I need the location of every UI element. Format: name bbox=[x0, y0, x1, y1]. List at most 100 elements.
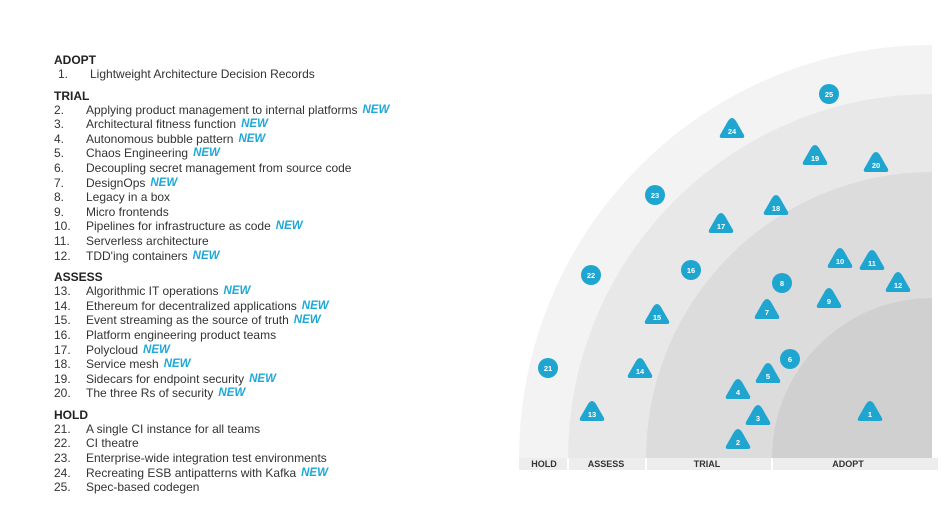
item-number: 21. bbox=[54, 421, 71, 436]
item-label: Service mesh bbox=[86, 357, 159, 372]
blip-number: 16 bbox=[687, 266, 695, 275]
item-label: Lightweight Architecture Decision Record… bbox=[90, 67, 315, 81]
item-number: 8. bbox=[54, 190, 65, 205]
ring-label-adopt: ADOPT bbox=[832, 459, 864, 469]
item-number: 18. bbox=[54, 357, 71, 372]
ring-label-trial: TRIAL bbox=[694, 459, 721, 469]
new-badge: NEW bbox=[241, 118, 268, 131]
radar-rings bbox=[519, 45, 938, 470]
new-badge: NEW bbox=[293, 314, 321, 327]
new-badge: NEW bbox=[223, 285, 251, 298]
radar-blip-8[interactable]: 8 bbox=[772, 273, 792, 293]
radar-blip-22[interactable]: 22 bbox=[581, 265, 601, 285]
radar-blip-16[interactable]: 16 bbox=[681, 260, 701, 280]
radar-blip-11[interactable]: 11 bbox=[859, 250, 885, 270]
radar-blip-17[interactable]: 17 bbox=[708, 213, 734, 233]
radar-blip-2[interactable]: 2 bbox=[725, 429, 751, 449]
new-badge: NEW bbox=[301, 299, 329, 312]
radar-blip-21[interactable]: 21 bbox=[538, 358, 558, 378]
ring-label-bar bbox=[519, 458, 938, 470]
blip-marker bbox=[681, 260, 701, 280]
item-number: 25. bbox=[54, 480, 71, 495]
ring-label-assess: ASSESS bbox=[588, 459, 625, 469]
radar-blip-5[interactable]: 5 bbox=[755, 363, 781, 383]
blip-number: 10 bbox=[836, 257, 844, 266]
item-label: Platform engineering product teams bbox=[86, 327, 277, 342]
ring-title-hold: HOLD bbox=[54, 407, 88, 422]
blip-number: 12 bbox=[894, 281, 902, 290]
radar-blip-19[interactable]: 19 bbox=[802, 145, 828, 165]
blip-marker bbox=[719, 118, 745, 138]
list-item[interactable]: 23. Enterprise-wide integration test envi… bbox=[54, 451, 474, 466]
blip-number: 17 bbox=[717, 222, 725, 231]
list-item[interactable]: 24.Recreating ESB antipatterns with Kafk… bbox=[54, 466, 474, 481]
list-item[interactable]: 6.Decoupling secret management from sour… bbox=[54, 161, 474, 176]
item-label: The three Rs of security bbox=[86, 386, 214, 401]
new-badge: NEW bbox=[193, 147, 220, 160]
item-number: 23. bbox=[54, 451, 71, 466]
new-badge: NEW bbox=[192, 249, 220, 262]
item-label: Algorithmic IT operations bbox=[86, 284, 219, 299]
list-item[interactable]: 8.Legacy in a box bbox=[54, 190, 474, 205]
item-label: Chaos Engineering bbox=[86, 146, 189, 161]
list-item[interactable]: 16.Platform engineering product teams bbox=[54, 328, 474, 343]
radar-blip-25[interactable]: 25 bbox=[819, 84, 839, 104]
new-badge: NEW bbox=[143, 343, 170, 356]
blip-number: 4 bbox=[736, 388, 741, 397]
radar-blip-20[interactable]: 20 bbox=[863, 152, 889, 172]
ring-title-adopt: ADOPT bbox=[54, 53, 96, 67]
item-label: Autonomous bubble pattern bbox=[86, 131, 234, 146]
list-item[interactable]: 25.Spec-based codegen bbox=[54, 480, 474, 495]
ring-area-adopt bbox=[772, 298, 932, 458]
radar-blip-6[interactable]: 6 bbox=[780, 349, 800, 369]
radar-blip-24[interactable]: 24 bbox=[719, 118, 745, 138]
radar-blip-9[interactable]: 9 bbox=[816, 288, 842, 308]
list-item[interactable]: 1.Lightweight Architecture Decision Reco… bbox=[54, 67, 474, 82]
list-item[interactable]: 21.A single CI instance for all teams bbox=[54, 422, 474, 437]
radar-blip-15[interactable]: 15 bbox=[644, 304, 670, 324]
blip-marker bbox=[725, 429, 751, 449]
item-label: Enterprise-wide integration test environ… bbox=[86, 451, 327, 466]
list-item[interactable]: 9.Micro frontends bbox=[54, 205, 474, 220]
radar-blip-7[interactable]: 7 bbox=[754, 299, 780, 319]
radar-blip-18[interactable]: 18 bbox=[763, 195, 789, 215]
blip-marker bbox=[780, 349, 800, 369]
list-item[interactable]: 15.Event streaming as the source of trut… bbox=[54, 313, 474, 328]
item-number: 11. bbox=[54, 233, 70, 248]
radar-blip-12[interactable]: 12 bbox=[885, 272, 911, 292]
radar-blip-1[interactable]: 1 bbox=[857, 401, 883, 421]
list-item[interactable]: 11.Serverless architecture bbox=[54, 234, 474, 249]
radar-blip-13[interactable]: 13 bbox=[579, 401, 605, 421]
blip-marker bbox=[745, 405, 771, 425]
radar-blip-10[interactable]: 10 bbox=[827, 248, 853, 268]
list-item[interactable]: 2.Applying product management to interna… bbox=[54, 103, 474, 118]
item-number: 5. bbox=[54, 146, 65, 161]
list-item[interactable]: 14.Ethereum for decentralized applicatio… bbox=[54, 299, 474, 314]
list-item[interactable]: 5. Chaos Engineering NEW bbox=[54, 146, 474, 161]
radar-blip-4[interactable]: 4 bbox=[725, 379, 751, 399]
radar-blip-14[interactable]: 14 bbox=[627, 358, 653, 378]
item-number: 4. bbox=[54, 131, 65, 146]
new-badge: NEW bbox=[218, 387, 246, 400]
item-label: Architectural fitness function bbox=[86, 117, 237, 132]
blip-number: 5 bbox=[766, 372, 770, 381]
blip-marker bbox=[827, 248, 853, 268]
blip-marker bbox=[859, 250, 885, 270]
blip-number: 8 bbox=[780, 279, 784, 288]
radar-blip-3[interactable]: 3 bbox=[745, 405, 771, 425]
radar-blip-23[interactable]: 23 bbox=[645, 185, 665, 205]
list-item[interactable]: 22.CI theatre bbox=[54, 436, 474, 451]
item-number: 15. bbox=[54, 313, 71, 328]
ring-title-trial: TRIAL bbox=[54, 88, 90, 103]
